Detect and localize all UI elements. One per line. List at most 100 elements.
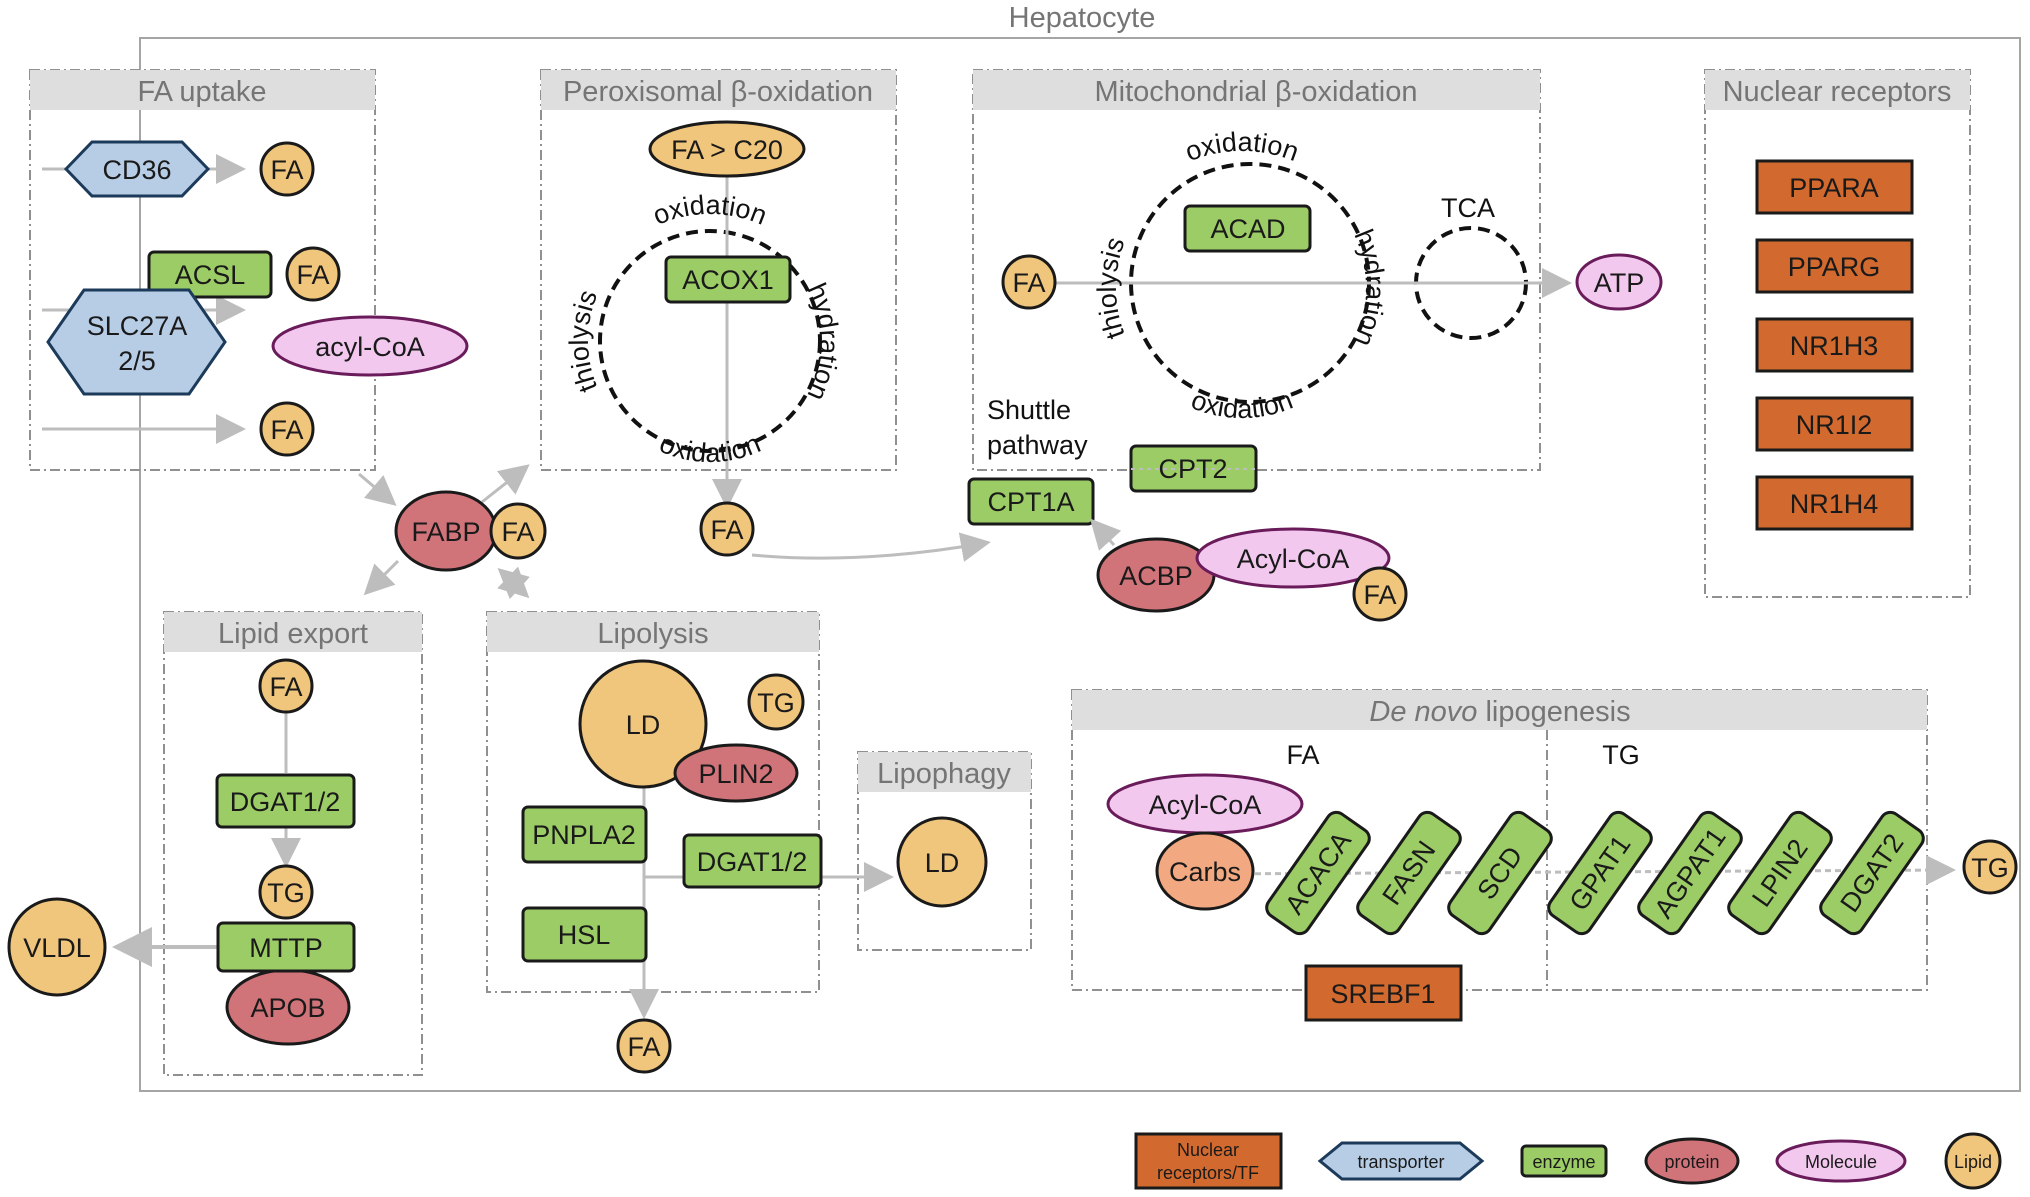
legend-transporter-label: transporter	[1357, 1152, 1444, 1172]
lipolysis-ld-label: LD	[626, 710, 661, 740]
mito-oxidation-bottom: oxidation	[1187, 385, 1296, 424]
lipophagy-section: Lipophagy LD	[857, 751, 1032, 951]
plin2-label: PLIN2	[698, 759, 773, 789]
acbp-label: ACBP	[1119, 561, 1193, 591]
nr-pparg	[1755, 238, 1914, 294]
atp-molecule	[1575, 253, 1663, 311]
fabp-label: FABP	[411, 517, 480, 547]
lipolysis-title: Lipolysis	[597, 618, 708, 650]
dnl-tg-out-label: TG	[1971, 853, 2009, 883]
mito-fa-in	[1001, 254, 1057, 310]
mito-thiolysis: thiolysis	[1092, 233, 1131, 343]
lipolysis-tg-label: TG	[757, 688, 795, 718]
dnl-enzyme-agpat1: AGPAT1	[1637, 810, 1743, 936]
legend-nuclear-line1: Nuclear	[1177, 1140, 1239, 1160]
nr-nr1h3	[1755, 317, 1914, 373]
fabp-hub: FABP FA	[358, 464, 547, 600]
shuttle-label-line1: Shuttle	[987, 395, 1071, 425]
fa-lipid-3	[259, 401, 315, 457]
lipolysis-dgat-label: DGAT1/2	[697, 847, 808, 877]
vldl-lipid	[7, 897, 107, 997]
slc27a-transporter	[46, 288, 227, 396]
nuclear-receptors-title: Nuclear receptors	[1723, 76, 1952, 108]
fa-lipid-1	[259, 141, 315, 197]
legend-nuclear-swatch	[1134, 1132, 1283, 1190]
lipolysis-fa-out-label: FA	[627, 1032, 660, 1062]
lipolysis-tg	[747, 673, 805, 731]
legend-lipid-swatch	[1944, 1132, 2002, 1190]
export-dgat-enzyme	[215, 773, 356, 829]
perox-thiolysis: thiolysis	[564, 286, 603, 397]
nr-nr1i2	[1755, 396, 1914, 452]
peroxisomal-cycle	[598, 229, 822, 453]
perox-fa-out-label: FA	[710, 515, 743, 545]
lipid-export-header	[164, 612, 422, 652]
lipophagy-header	[858, 752, 1031, 792]
slc27a-label-line1: SLC27A	[87, 311, 188, 341]
mito-oxidation-top: oxidation	[1181, 127, 1302, 167]
fa-c20-lipid	[648, 120, 806, 178]
fa-uptake-title: FA uptake	[138, 76, 267, 108]
mitochondrial-header	[973, 70, 1540, 110]
peroxisomal-title: Peroxisomal β-oxidation	[563, 76, 873, 108]
export-tg-label: TG	[267, 878, 305, 908]
acyl-coa-molecule	[271, 315, 469, 377]
acad-label: ACAD	[1210, 214, 1285, 244]
fa-lipid-2	[285, 246, 341, 302]
lipolysis-dgat-enzyme	[682, 833, 823, 889]
acsl-enzyme	[147, 250, 273, 299]
dnl-section: De novo lipogenesis FA TG Acyl-CoA Carbs…	[1071, 689, 1956, 1022]
shuttle-pathway: Shuttle pathway CPT2 CPT1A ACBP Acyl-CoA…	[751, 395, 1408, 622]
srebf1-tf	[1304, 964, 1463, 1022]
hepatocyte-frame	[139, 37, 2021, 1092]
dnl-acyl-coa-label: Acyl-CoA	[1149, 790, 1262, 820]
fa-lipid-2-label: FA	[296, 260, 329, 290]
nuclear-receptors-header	[1705, 70, 1970, 110]
lipophagy-ld	[896, 816, 988, 908]
lipid-export-section: Lipid export FA DGAT1/2 TG APOB MTTP	[112, 611, 423, 1076]
mito-acyl-coa-label: Acyl-CoA	[1237, 544, 1350, 574]
hepatocyte-title: Hepatocyte	[1009, 2, 1156, 34]
cd36-transporter	[63, 140, 211, 198]
vldl-label: VLDL	[23, 933, 91, 963]
lipophagy-title: Lipophagy	[877, 758, 1011, 790]
carbs-label: Carbs	[1169, 857, 1241, 887]
acsl-label: ACSL	[175, 260, 246, 290]
nr-nr1h4-label: NR1H4	[1790, 489, 1879, 519]
fa-lipid-3-label: FA	[270, 415, 303, 445]
acad-enzyme	[1183, 204, 1312, 253]
dnl-fa-label: FA	[1286, 740, 1319, 770]
nr-nr1h4	[1755, 475, 1914, 531]
export-fa	[258, 658, 314, 714]
fabp-fa	[489, 502, 547, 560]
export-tg	[258, 864, 314, 920]
lipolysis-fa-out	[616, 1018, 672, 1074]
plin2-protein	[673, 743, 799, 803]
export-dgat-label: DGAT1/2	[230, 787, 341, 817]
mito-fa-small-label: FA	[1363, 580, 1396, 610]
mttp-label: MTTP	[249, 933, 323, 963]
perox-oxidation-bottom: oxidation	[655, 428, 764, 468]
fa-uptake-header	[30, 70, 375, 110]
nr-nr1h3-label: NR1H3	[1790, 331, 1879, 361]
cpt1a-label: CPT1A	[987, 487, 1074, 517]
mito-acyl-coa	[1195, 527, 1391, 589]
nr-ppara-label: PPARA	[1789, 173, 1879, 203]
lipolysis-section: Lipolysis LD TG PLIN2 PNPLA2 DGAT1/2 HSL	[486, 611, 894, 1019]
legend-enzyme-label: enzyme	[1532, 1152, 1595, 1172]
legend-molecule-label: Molecule	[1805, 1152, 1877, 1172]
dnl-header	[1072, 690, 1927, 730]
legend-transporter-swatch	[1317, 1141, 1485, 1181]
legend-lipid-label: Lipid	[1954, 1152, 1992, 1172]
dnl-tg-out	[1962, 839, 2018, 895]
mito-fa-small	[1352, 566, 1408, 622]
legend-molecule-swatch	[1775, 1139, 1907, 1183]
mttp-enzyme	[216, 921, 356, 973]
hsl-enzyme	[521, 906, 648, 963]
nr-ppara	[1755, 159, 1914, 215]
slc27a-label-line2: 2/5	[118, 346, 156, 376]
tca-label: TCA	[1441, 193, 1495, 223]
fa-uptake-section: FA uptake CD36 FA ACSL FA SLC27A 2/5 acy…	[29, 69, 469, 471]
nr-nr1i2-label: NR1I2	[1796, 410, 1873, 440]
mito-fa-in-label: FA	[1012, 268, 1045, 298]
